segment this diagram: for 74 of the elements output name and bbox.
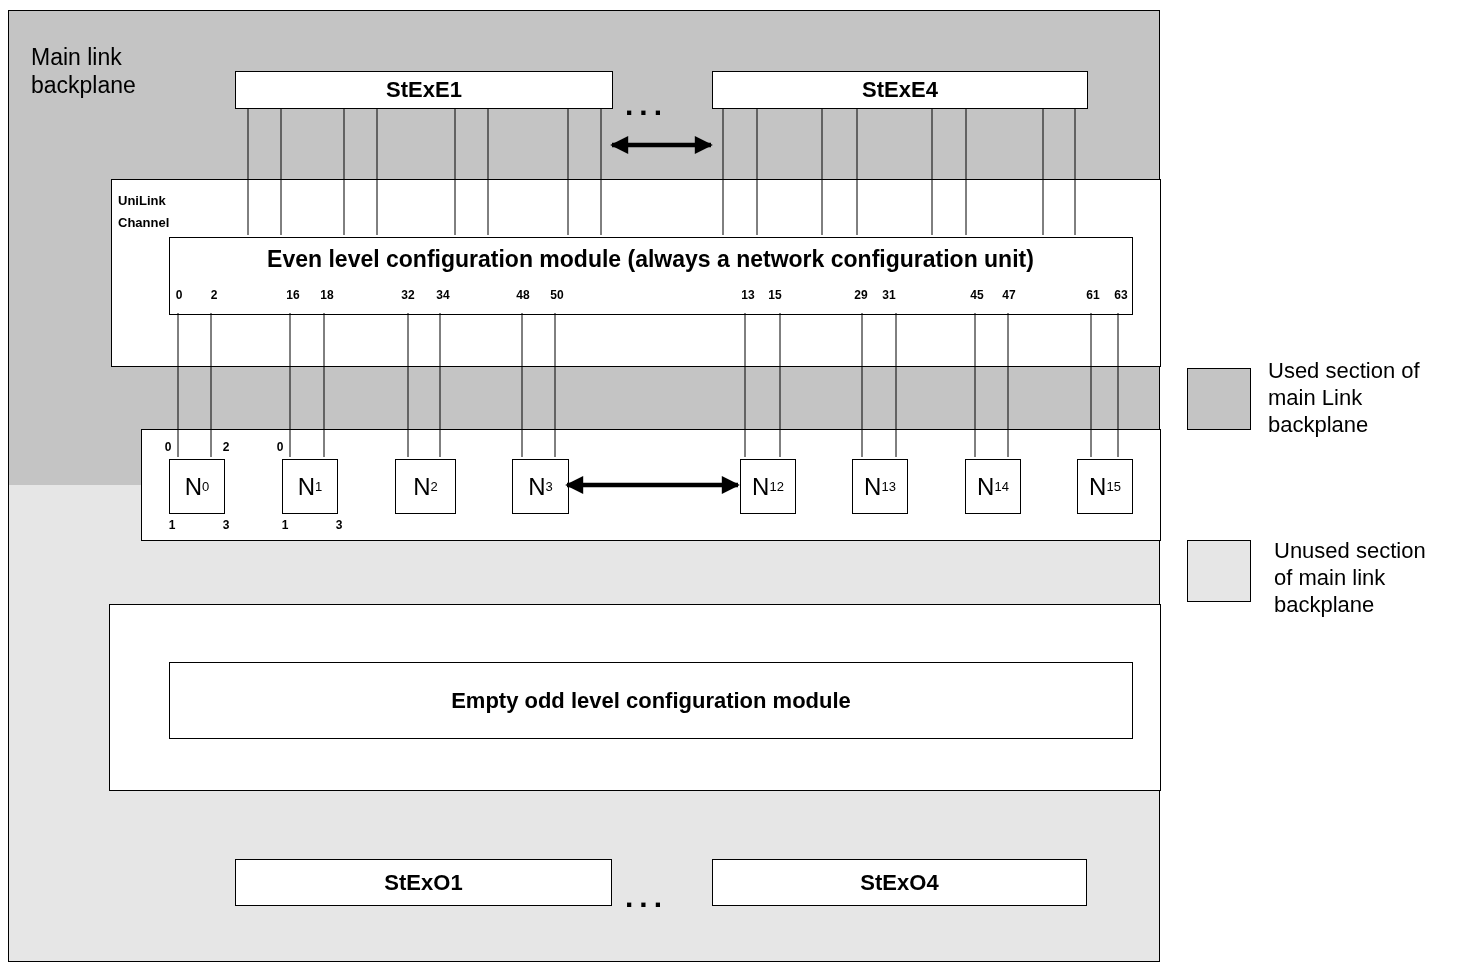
link-line	[454, 107, 456, 236]
port-number: 15	[767, 288, 783, 302]
link-line	[280, 107, 282, 236]
link-line	[247, 107, 249, 236]
port-number: 1	[167, 518, 177, 532]
link-line	[856, 107, 858, 236]
port-number: 1	[280, 518, 290, 532]
port-number: 3	[221, 518, 231, 532]
link-line	[1090, 312, 1092, 458]
backplane-title: Main link backplane	[31, 43, 137, 99]
port-number: 3	[334, 518, 344, 532]
link-line	[1007, 312, 1009, 458]
link-line	[323, 312, 325, 458]
module-slot-panel	[109, 604, 1161, 791]
link-line	[722, 107, 724, 236]
port-number: 2	[209, 288, 219, 302]
link-line	[1117, 312, 1119, 458]
link-line	[521, 312, 523, 458]
port-number: 45	[969, 288, 985, 302]
module-box: Empty odd level configuration module	[169, 662, 1133, 739]
port-number: 63	[1113, 288, 1129, 302]
link-line	[756, 107, 758, 236]
link-line	[600, 107, 602, 236]
link-line	[1074, 107, 1076, 236]
link-line	[439, 312, 441, 458]
port-number: 48	[515, 288, 531, 302]
station-box: StExE1	[235, 71, 613, 109]
port-number: 0	[174, 288, 184, 302]
link-line	[177, 312, 179, 458]
port-number: 2	[221, 440, 231, 454]
link-line	[487, 107, 489, 236]
channel-panel	[111, 179, 1161, 367]
port-number: 47	[1001, 288, 1017, 302]
link-line	[407, 312, 409, 458]
legend-label: Used section of main Link backplane	[1268, 357, 1421, 438]
link-line	[931, 107, 933, 236]
double-arrow	[610, 136, 713, 154]
link-line	[554, 312, 556, 458]
link-line	[974, 312, 976, 458]
port-number: 34	[435, 288, 451, 302]
port-number: 29	[853, 288, 869, 302]
module-title: Even level configuration module (always a network configuration unit)	[266, 246, 1035, 273]
port-number: 61	[1085, 288, 1101, 302]
station-box: StExO4	[712, 859, 1087, 906]
link-line	[1042, 107, 1044, 236]
link-line	[343, 107, 345, 236]
double-arrow	[565, 476, 740, 494]
link-line	[567, 107, 569, 236]
port-number: 32	[400, 288, 416, 302]
link-line	[895, 312, 897, 458]
link-line	[289, 312, 291, 458]
ellipsis: ...	[625, 88, 668, 122]
port-number: 18	[319, 288, 335, 302]
port-number: 16	[285, 288, 301, 302]
port-number: 0	[163, 440, 173, 454]
legend-label: Unused section of main link backplane	[1274, 537, 1427, 618]
ellipsis: ...	[625, 880, 668, 914]
port-number: 0	[275, 440, 285, 454]
port-number: 13	[740, 288, 756, 302]
link-line	[821, 107, 823, 236]
link-line	[861, 312, 863, 458]
link-line	[376, 107, 378, 236]
node-panel	[141, 429, 1161, 541]
panel-label: UniLink Channel	[118, 192, 171, 232]
backplane-panel	[8, 10, 1160, 962]
port-number: 50	[549, 288, 565, 302]
link-line	[779, 312, 781, 458]
link-line	[744, 312, 746, 458]
port-number: 31	[881, 288, 897, 302]
module-box	[169, 237, 1133, 315]
link-line	[210, 312, 212, 458]
station-box: StExE4	[712, 71, 1088, 109]
station-box: StExO1	[235, 859, 612, 906]
link-line	[965, 107, 967, 236]
